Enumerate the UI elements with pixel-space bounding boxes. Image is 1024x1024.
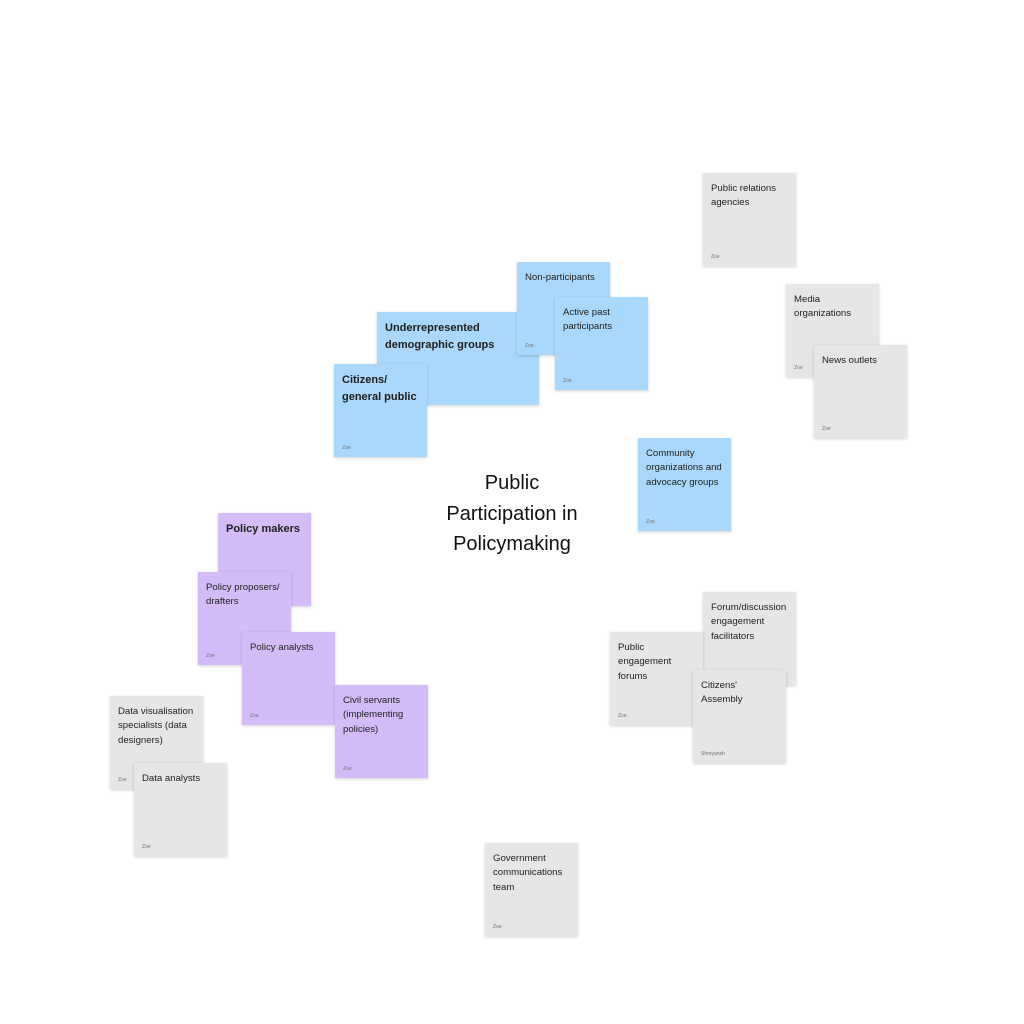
note-text: Government communications team (493, 853, 563, 893)
note-text: Citizens' Assembly (701, 680, 743, 706)
note-text: Underrepresented demographic groups (385, 322, 495, 351)
note-text: Data analysts (142, 773, 201, 784)
note-text: News outlets (822, 355, 877, 366)
sticky-note-government-communications[interactable]: Government communications team Zoe (485, 843, 578, 936)
note-author: Zoe (250, 713, 259, 719)
note-text: Policy proposers/ drafters (206, 582, 280, 608)
note-text: Non-participants (525, 272, 595, 283)
sticky-note-public-relations[interactable]: Public relations agencies Zoe (703, 173, 796, 266)
note-author: Zoe (794, 365, 803, 371)
note-text: Forum/discussion engagement facilitators (711, 602, 787, 642)
sticky-note-civil-servants[interactable]: Civil servants (implementing policies) Z… (335, 685, 428, 778)
note-author: Zoe (118, 777, 127, 783)
note-text: Active past participants (563, 307, 613, 333)
sticky-note-active-past-participants[interactable]: Active past participants Zoe (555, 297, 648, 390)
sticky-note-public-engagement-forums[interactable]: Public engagement forums Zoe (610, 632, 703, 725)
note-author: Zoe (822, 426, 831, 432)
note-text: Policy makers (226, 523, 300, 535)
sticky-note-data-analysts[interactable]: Data analysts Zoe (134, 763, 227, 856)
note-text: Civil servants (implementing policies) (343, 695, 404, 735)
sticky-note-forum-facilitators[interactable]: Forum/discussion engagement facilitators (703, 592, 796, 685)
note-text: Community organizations and advocacy gro… (646, 448, 722, 488)
note-text: Media organizations (794, 294, 852, 320)
note-text: Citizens/ general public (342, 374, 417, 403)
note-author: Zoe (343, 766, 352, 772)
note-text: Public relations agencies (711, 183, 777, 209)
note-author: Zoe (342, 445, 351, 451)
sticky-note-citizens-assembly[interactable]: Citizens' Assembly Shreyansh (693, 670, 786, 763)
sticky-note-policy-analysts[interactable]: Policy analysts Zoe (242, 632, 335, 725)
note-author: Zoe (618, 713, 627, 719)
note-author: Shreyansh (701, 751, 725, 757)
note-author: Zoe (525, 343, 534, 349)
sticky-note-citizens-general-public[interactable]: Citizens/ general public Zoe (334, 364, 427, 457)
note-author: Zoe (206, 653, 215, 659)
note-author: Zoe (142, 844, 151, 850)
note-author: Zoe (563, 378, 572, 384)
note-text: Policy analysts (250, 642, 314, 653)
sticky-note-news-outlets[interactable]: News outlets Zoe (814, 345, 907, 438)
note-author: Zoe (711, 254, 720, 260)
note-text: Data visualisation specialists (data des… (118, 706, 194, 746)
note-author: Zoe (493, 924, 502, 930)
sticky-note-community-organizations[interactable]: Community organizations and advocacy gro… (638, 438, 731, 531)
note-author: Zoe (646, 519, 655, 525)
note-text: Public engagement forums (618, 642, 672, 682)
board-title: Public Participation in Policymaking (446, 472, 578, 555)
